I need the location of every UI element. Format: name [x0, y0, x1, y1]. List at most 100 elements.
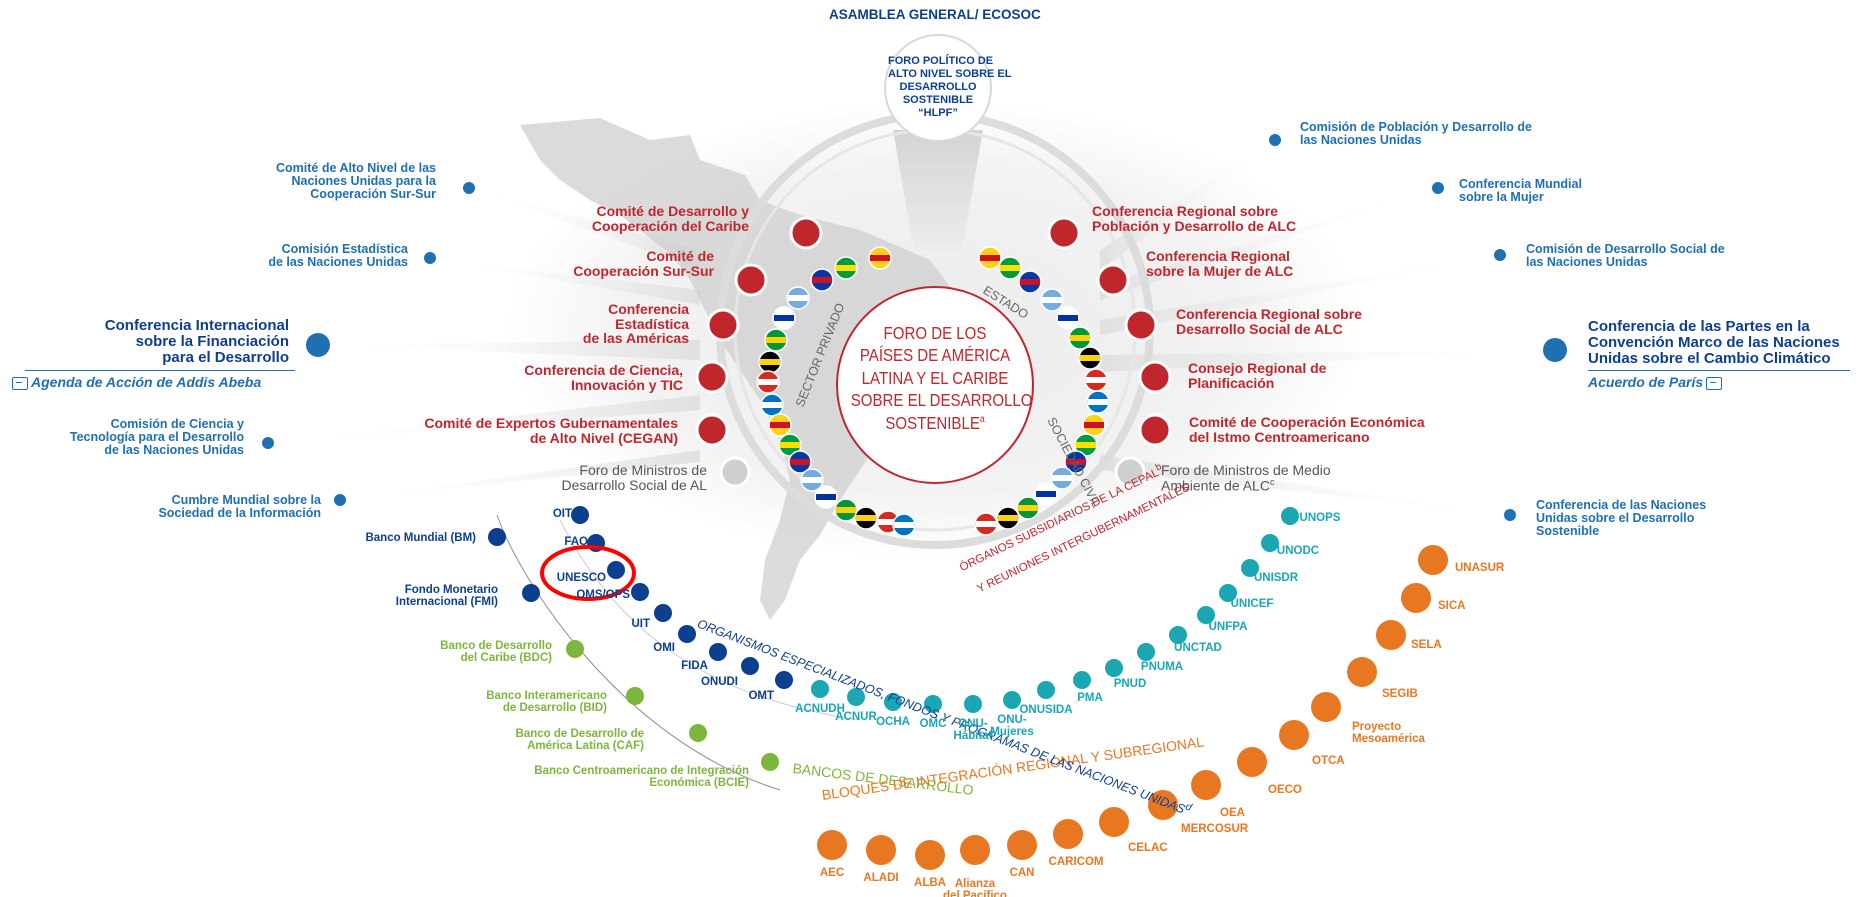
- integration-bloc-dot: [1148, 790, 1178, 820]
- label-line: SOBRE EL DESARROLLO: [850, 390, 1033, 411]
- un-agency-label-onudi: ONUDI: [700, 676, 738, 688]
- integration-bloc-dot: [1007, 830, 1037, 860]
- label-line: ALBA: [914, 877, 946, 889]
- un-agency-label-onuhbitat: ONU-Hábitat: [954, 718, 993, 742]
- integration-bloc-label-alba: ALBA: [914, 877, 946, 889]
- flag-icon: [1086, 390, 1110, 414]
- global-node-dot: [1432, 182, 1444, 194]
- label-line: Sostenible: [1536, 524, 1600, 539]
- integration-bloc-label-segib: SEGIB: [1382, 688, 1418, 700]
- label-line: Mujeres: [990, 726, 1034, 739]
- global-node-dot: [306, 333, 330, 357]
- un-agency-dot: [1261, 534, 1279, 552]
- integration-bloc-dot: [960, 835, 990, 865]
- label-line: Conferencia Regional sobre: [1176, 306, 1362, 322]
- regional-node-dot: [1138, 413, 1172, 447]
- label-line: UNASUR: [1455, 562, 1505, 574]
- un-agency-dot: [1073, 671, 1091, 689]
- label-line: SEGIB: [1382, 688, 1418, 700]
- integration-bloc-label-oea: OEA: [1220, 807, 1245, 819]
- label-line: las Naciones Unidas: [1526, 255, 1648, 270]
- regional-node-dot: [695, 413, 729, 447]
- hlpf-beam: [893, 130, 983, 250]
- un-agency-dot: [1197, 606, 1215, 624]
- label-line: SELA: [1411, 639, 1442, 651]
- label-line: Comisión de Ciencia y: [110, 417, 244, 431]
- flag-icon: [1056, 306, 1080, 330]
- label-line: sobre la Mujer de ALC: [1146, 262, 1294, 279]
- asamblea-general-label: ASAMBLEA GENERAL/ ECOSOC: [829, 7, 1041, 22]
- label-line: Alianza: [954, 878, 996, 890]
- flag-icon: [800, 468, 824, 492]
- un-agency-dot: [741, 657, 759, 675]
- un-agency-label-omsops: OMS/OPS: [576, 589, 630, 601]
- paris-agreement-link[interactable]: Acuerdo de París: [1588, 375, 1725, 390]
- integration-bloc-label-celac: CELAC: [1128, 842, 1168, 854]
- un-agency-dot: [847, 688, 865, 706]
- global-node-dot: [334, 494, 346, 506]
- regional-node-dot: [706, 308, 740, 342]
- label-line: Naciones Unidas para la: [291, 174, 436, 189]
- label-line: las Naciones Unidas: [1300, 133, 1422, 148]
- un-agency-dot: [631, 583, 649, 601]
- label-line: Cumbre Mundial sobre la: [171, 493, 321, 507]
- integration-bloc-dot: [1279, 720, 1309, 750]
- flag-icon: [834, 256, 858, 280]
- label-line: Mesoamérica: [1352, 733, 1425, 746]
- flag-icon: [868, 246, 892, 270]
- un-agency-dot: [924, 695, 942, 713]
- flag-icon: [854, 506, 878, 530]
- label-line: ONU-: [958, 718, 988, 730]
- label-line: FORO DE LOS: [883, 323, 987, 343]
- label-line: de Alto Nivel (CEGAN): [529, 429, 678, 446]
- integration-bloc-label-sela: SELA: [1411, 639, 1442, 651]
- label-line: MERCOSUR: [1181, 823, 1249, 835]
- label-line: Comisión de Población y Desarrollo de: [1300, 120, 1532, 134]
- label-line: CARICOM: [1048, 856, 1104, 868]
- un-agency-dot: [775, 671, 793, 689]
- regional-node-dot: [695, 360, 729, 394]
- flag-icon: [1064, 450, 1088, 474]
- bank-connector: [496, 514, 781, 791]
- center-circle: [836, 286, 1034, 484]
- un-agency-dot: [811, 680, 829, 698]
- label-line: Sociedad de la Información: [158, 506, 321, 521]
- label-line: Población y Desarrollo de ALC: [1092, 217, 1297, 234]
- regional-node-dot: [1096, 263, 1130, 297]
- integration-bloc-dot: [1191, 770, 1221, 800]
- label-line: Conferencia Regional: [1146, 248, 1290, 264]
- label-line: Banco Centroamericano de Integración: [534, 765, 749, 777]
- flag-icon: [974, 512, 998, 536]
- flag-icon: [996, 506, 1020, 530]
- label-line: Fondo Monetario: [404, 584, 498, 596]
- un-agency-label-unctad: UNCTAD: [1174, 642, 1222, 654]
- label-line: Conferencia Regional sobre: [1092, 203, 1278, 219]
- integration-bloc-label-sica: SICA: [1438, 600, 1465, 612]
- integration-bloc-dot: [1376, 620, 1406, 650]
- flag-icon: [758, 350, 782, 374]
- addis-agenda-link[interactable]: Agenda de Acción de Addis Abeba: [9, 375, 261, 390]
- label-line: Comisión de Desarrollo Social de: [1526, 242, 1725, 256]
- label-line: PAÍSES DE AMÉRICA: [859, 345, 1011, 366]
- flag-icon: [772, 306, 796, 330]
- label-line: ALTO NIVEL SOBRE EL: [888, 67, 1012, 80]
- un-agency-dot: [1003, 691, 1021, 709]
- un-agency-dot: [1219, 584, 1237, 602]
- label-line: de las Naciones Unidas: [104, 443, 244, 458]
- un-agency-label-unisdr: UNISDR: [1253, 572, 1299, 584]
- label-line: Foro de Ministros de Medio: [1161, 462, 1331, 478]
- label-line: Cooperación del Caribe: [591, 217, 749, 234]
- label-line: OTCA: [1312, 755, 1345, 767]
